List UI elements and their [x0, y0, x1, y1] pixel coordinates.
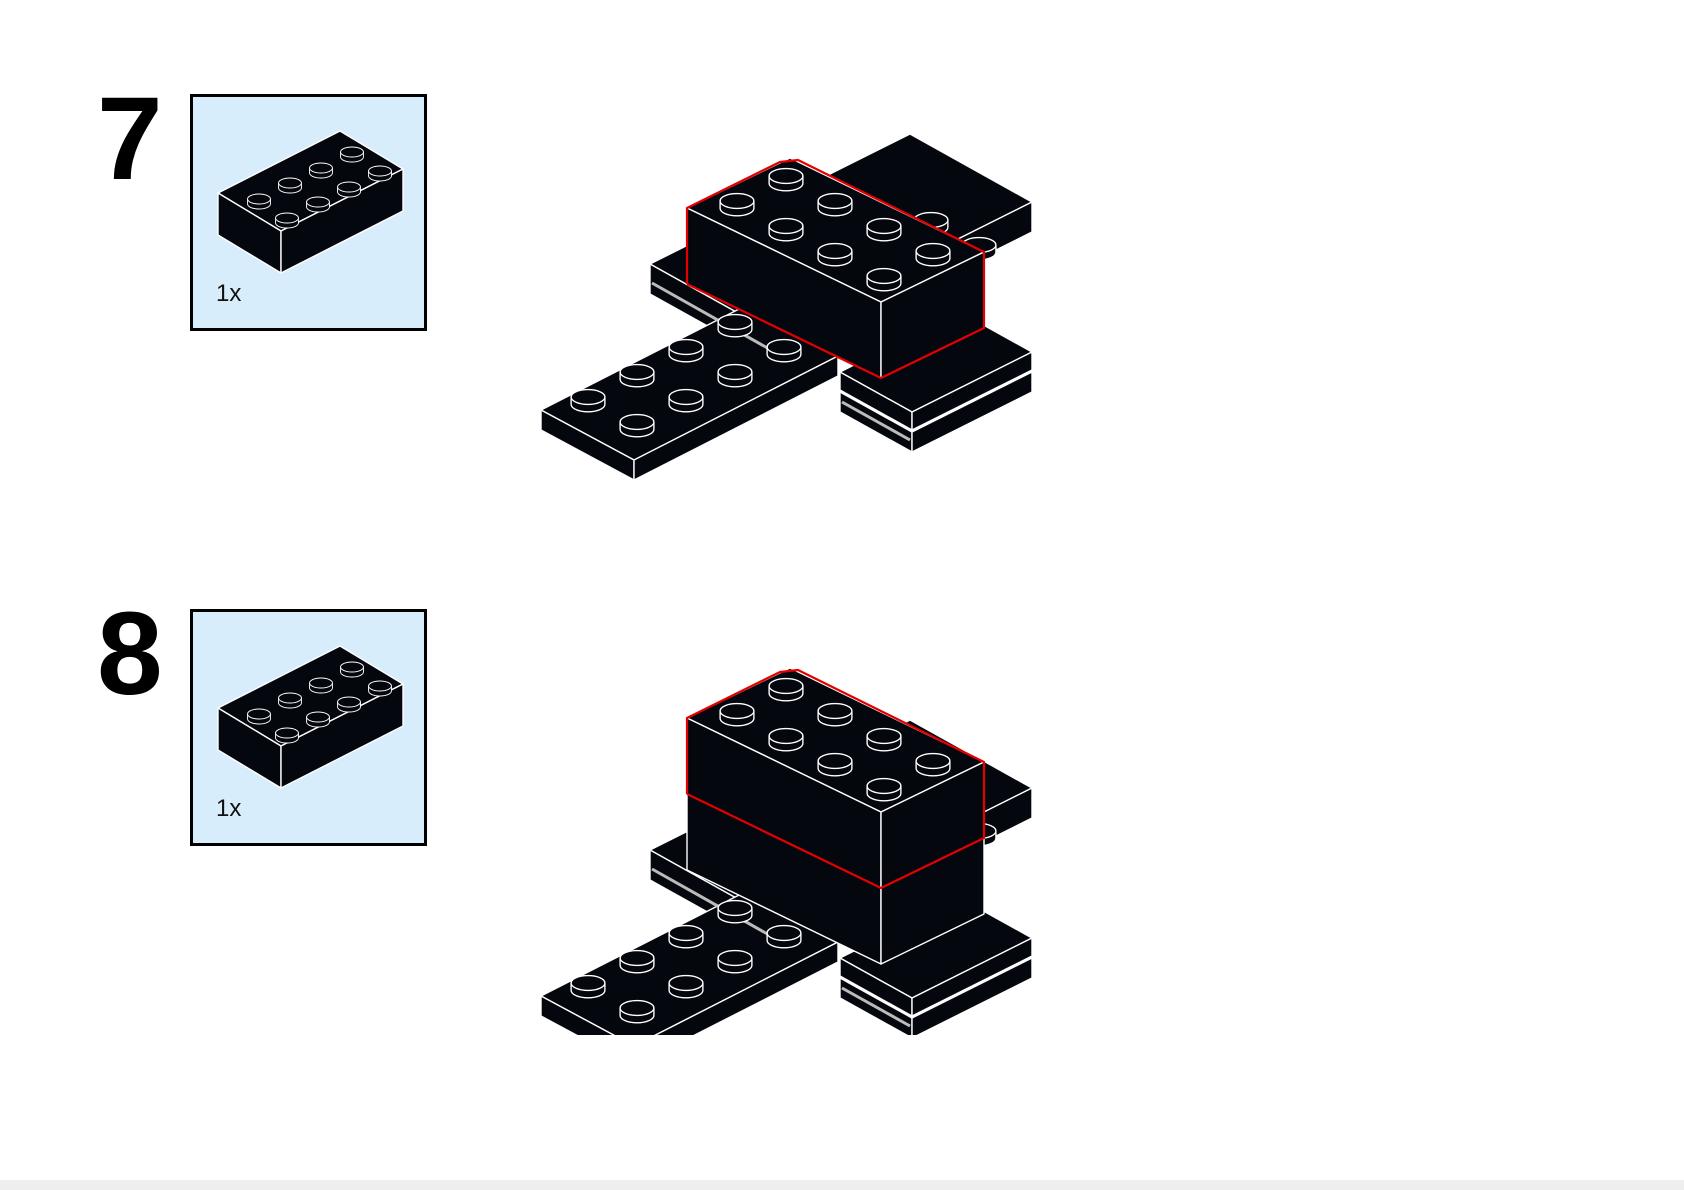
brick-2x4-icon [217, 130, 404, 274]
step-8: 8 1x [0, 515, 1684, 1035]
parts-list: 1x [190, 609, 427, 846]
step-number: 7 [97, 73, 163, 205]
model-render [540, 133, 1033, 481]
page-bottom-bar [0, 1180, 1684, 1190]
part-quantity: 1x [216, 280, 242, 307]
part-quantity: 1x [216, 795, 242, 822]
step-number: 8 [97, 588, 163, 720]
model-render [540, 667, 1033, 1035]
parts-list: 1x [190, 94, 427, 331]
step-7: 7 1x [0, 0, 1684, 520]
brick-2x4-icon [217, 645, 404, 789]
